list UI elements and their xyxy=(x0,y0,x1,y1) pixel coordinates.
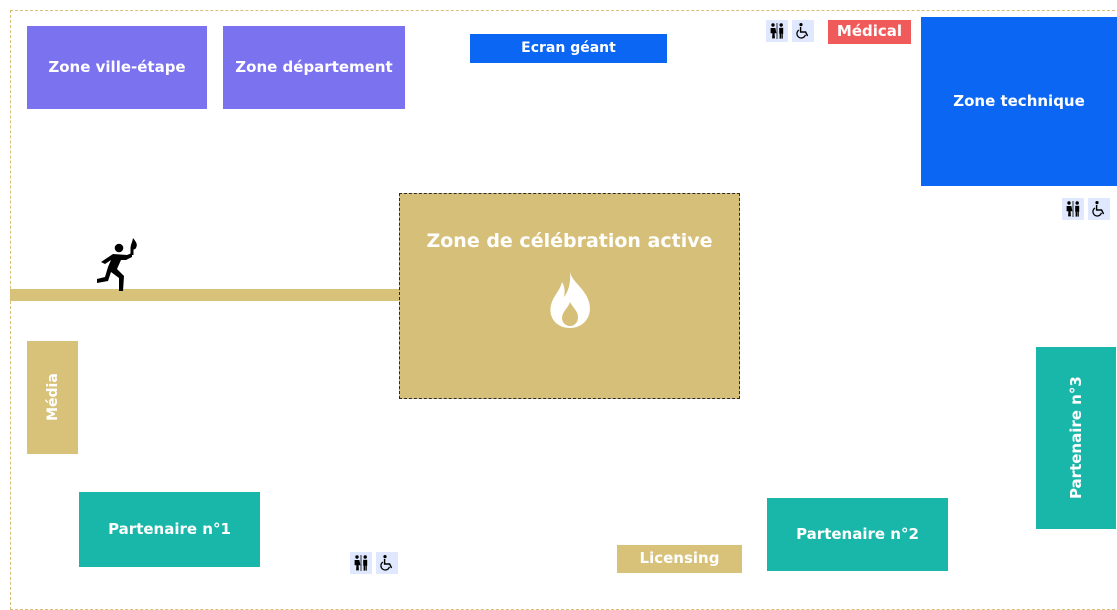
celebration-zone-label: Zone de célébration active xyxy=(426,230,713,252)
torchbearer-icon xyxy=(97,238,137,291)
torch-relay-path xyxy=(10,289,402,301)
partner-2-label: Partenaire n°2 xyxy=(796,524,919,543)
media-zone: Média xyxy=(27,341,78,454)
toilets-icon xyxy=(350,552,372,574)
wheelchair-icon xyxy=(1088,198,1110,220)
giant-screen: Ecran géant xyxy=(470,34,667,63)
zone-technique-label: Zone technique xyxy=(953,91,1085,110)
partner-2-zone: Partenaire n°2 xyxy=(767,498,948,571)
zone-technique: Zone technique xyxy=(921,17,1117,186)
giant-screen-label: Ecran géant xyxy=(521,40,616,57)
zone-departement-label: Zone département xyxy=(235,57,393,76)
wheelchair-icon xyxy=(376,552,398,574)
licensing-zone: Licensing xyxy=(617,545,742,573)
medical-label: Médical xyxy=(836,22,903,41)
media-label: Média xyxy=(44,373,61,422)
partner-1-zone: Partenaire n°1 xyxy=(79,492,260,567)
partner-1-label: Partenaire n°1 xyxy=(108,519,231,538)
zone-ville-etape: Zone ville-étape xyxy=(27,26,207,109)
active-celebration-zone: Zone de célébration active xyxy=(399,193,740,399)
zone-ville-etape-label: Zone ville-étape xyxy=(48,57,186,76)
licensing-label: Licensing xyxy=(639,549,720,568)
toilets-icon xyxy=(1062,198,1084,220)
partner-3-label: Partenaire n°3 xyxy=(1066,376,1085,500)
wheelchair-icon xyxy=(792,20,814,42)
zone-departement: Zone département xyxy=(223,26,405,109)
medical-zone: Médical xyxy=(828,20,911,44)
partner-3-zone: Partenaire n°3 xyxy=(1036,347,1116,529)
flame-icon xyxy=(550,272,590,328)
toilets-icon xyxy=(766,20,788,42)
